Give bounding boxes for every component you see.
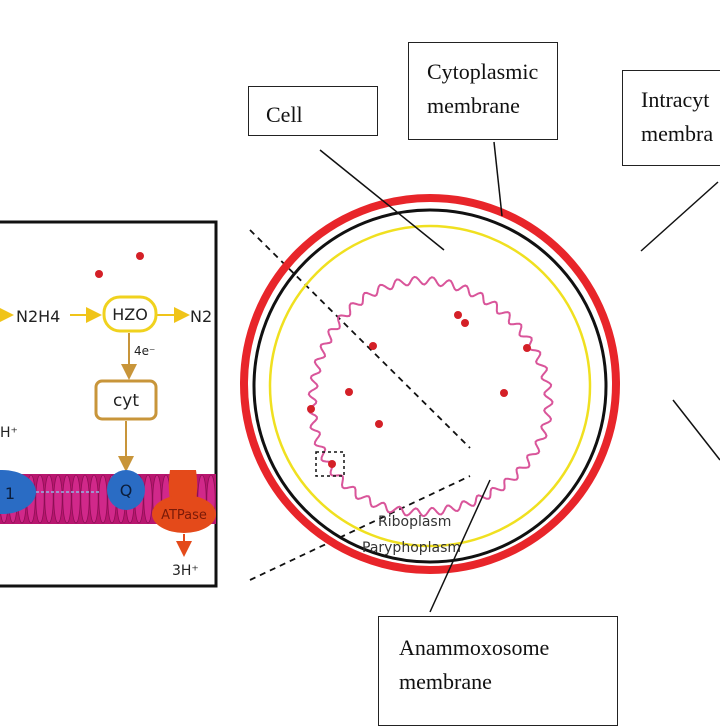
h-plus-left-label: H⁺ bbox=[0, 425, 18, 441]
membrane-lipid bbox=[98, 474, 108, 524]
intracytoplasmic-membrane-ring bbox=[268, 224, 592, 548]
anammoxosome-membrane-callout: Anammoxosome membrane bbox=[378, 616, 618, 726]
anammoxosome-callout-line2: membrane bbox=[399, 669, 492, 695]
n2-label: N2 bbox=[190, 307, 212, 326]
zoom-region-box bbox=[315, 451, 345, 477]
cell-wall bbox=[240, 194, 620, 574]
dot bbox=[375, 420, 383, 428]
cell-callout: Cell bbox=[248, 86, 378, 136]
hzo-label: HZO bbox=[112, 305, 148, 324]
electrons-label: 4e⁻ bbox=[134, 344, 155, 358]
dot bbox=[523, 344, 531, 352]
inset-dot bbox=[95, 270, 103, 278]
anammoxosome-dots bbox=[307, 311, 531, 468]
quinone-protein bbox=[107, 470, 145, 510]
membrane-lipid bbox=[89, 474, 99, 524]
inset-dot bbox=[136, 252, 144, 260]
membrane-lipid bbox=[71, 474, 81, 524]
paryphoplasm-label: Paryphoplasm bbox=[362, 540, 461, 556]
membrane-lipid bbox=[143, 474, 153, 524]
anammoxosome-callout-line1: Anammoxosome bbox=[399, 635, 550, 660]
inset-panel: N2H4 HZO N2 4e⁻ cyt H⁺ 1 Q ATPase 3H⁺ bbox=[0, 220, 218, 588]
complex-1-label: 1 bbox=[5, 484, 15, 503]
dot bbox=[454, 311, 462, 319]
intracytoplasmic-leader-line bbox=[640, 181, 719, 252]
intracytoplasmic-membrane-callout: Intracyt membra bbox=[622, 70, 720, 166]
membrane-lipid bbox=[35, 474, 45, 524]
cell-callout-text: Cell bbox=[266, 102, 303, 127]
atpase-label: ATPase bbox=[161, 508, 207, 523]
dot bbox=[369, 342, 377, 350]
dot bbox=[500, 389, 508, 397]
cyt-label: cyt bbox=[113, 391, 139, 411]
right-leader-line bbox=[672, 399, 720, 461]
quinone-label: Q bbox=[120, 481, 133, 500]
membrane-lipid bbox=[44, 474, 54, 524]
cytoplasmic-callout-line2: membrane bbox=[427, 93, 520, 119]
membrane-lipid bbox=[62, 474, 72, 524]
hzo-enzyme bbox=[102, 295, 158, 333]
cytochrome-box bbox=[94, 379, 158, 421]
membrane-lipid bbox=[80, 474, 90, 524]
dot bbox=[307, 405, 315, 413]
cell-leader-line bbox=[319, 149, 445, 251]
zoom-guide-line-bottom bbox=[249, 475, 471, 581]
dot bbox=[345, 388, 353, 396]
cytoplasmic-membrane-ring bbox=[252, 208, 608, 564]
dot bbox=[461, 319, 469, 327]
anammoxosome-leader-line bbox=[429, 479, 491, 613]
h-plus-bottom-label: 3H⁺ bbox=[172, 563, 199, 579]
cytoplasmic-membrane-callout: Cytoplasmic membrane bbox=[408, 42, 558, 140]
riboplasm-label: Riboplasm bbox=[378, 514, 451, 530]
zoom-guide-line-top bbox=[249, 229, 471, 449]
cytoplasmic-callout-line1: Cytoplasmic bbox=[427, 59, 539, 84]
complex-1-protein bbox=[0, 470, 36, 514]
intracyto-callout-line2: membra bbox=[641, 121, 714, 147]
intracyto-callout-line1: Intracyt bbox=[641, 87, 710, 112]
dot bbox=[328, 460, 336, 468]
anammoxosome-membrane-ring bbox=[307, 275, 554, 518]
cytoplasmic-leader-line bbox=[493, 141, 503, 217]
atpase-head bbox=[152, 495, 216, 533]
cell: Riboplasm Paryphoplasm bbox=[240, 194, 620, 574]
membrane-lipid bbox=[53, 474, 63, 524]
n2h4-label: N2H4 bbox=[16, 307, 60, 326]
